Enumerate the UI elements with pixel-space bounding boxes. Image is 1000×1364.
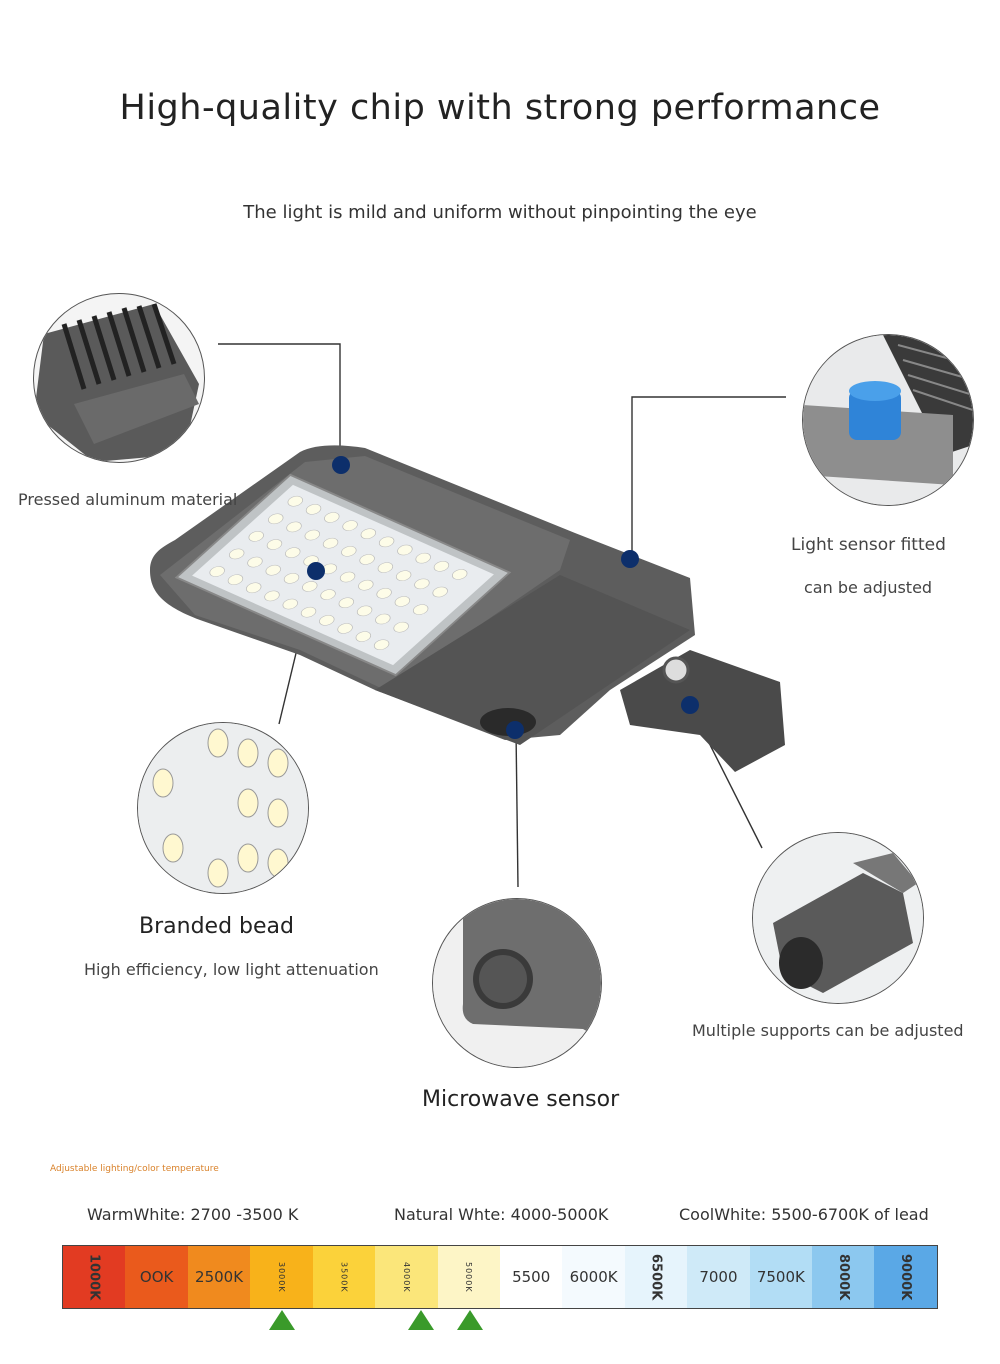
temperature-segment-label: 9000K <box>898 1253 914 1301</box>
temperature-marker-4000k <box>408 1310 434 1330</box>
temperature-segment: 7000 <box>687 1246 750 1308</box>
temperature-segment-label: 6000K <box>569 1268 618 1286</box>
temperature-segment-label: 1000K <box>86 1253 102 1301</box>
temperature-segment: 3000K <box>250 1246 313 1308</box>
housing-label: Pressed aluminum material <box>18 490 238 509</box>
temperature-segment: 4000K <box>375 1246 438 1308</box>
temperature-segment: 9000K <box>874 1246 937 1308</box>
temperature-segment: 5000K <box>437 1246 500 1308</box>
temperature-segment: 8000K <box>812 1246 875 1308</box>
page-title: High-quality chip with strong performanc… <box>119 88 881 128</box>
callout-dots <box>307 456 699 739</box>
microwave-sensor-title: Microwave sensor <box>422 1087 620 1112</box>
temperature-segment-label: 7000 <box>699 1268 738 1286</box>
microwave-sensor-detail-image <box>432 898 602 1068</box>
temperature-marker-5000k <box>457 1310 483 1330</box>
temperature-segment: 5500 <box>499 1246 563 1308</box>
bead-title: Branded bead <box>139 914 294 939</box>
temperature-segment: 7500K <box>749 1246 813 1308</box>
housing-detail-image <box>33 293 205 463</box>
street-light-body <box>150 445 785 772</box>
color-temperature-band: 1000K OOK 2500K 3000K 3500K 4000K 5000K 5500 600… <box>62 1245 938 1309</box>
cool-white-heading: CoolWhite: 5500-6700K of lead <box>679 1205 929 1224</box>
temperature-segment-label: 7500K <box>756 1268 805 1286</box>
temperature-segment-label: 4000K <box>401 1261 411 1293</box>
product-illustration <box>150 343 786 888</box>
temperature-segment: 6500K <box>624 1246 688 1308</box>
temperature-marker-3000k <box>269 1310 295 1330</box>
temperature-segment-label: 5500 <box>512 1268 551 1286</box>
temperature-segment-label: OOK <box>139 1268 174 1286</box>
light-sensor-label-line2: can be adjusted <box>804 578 933 597</box>
page-subtitle: The light is mild and uniform without pi… <box>243 202 757 223</box>
supports-label: Multiple supports can be adjusted <box>692 1021 964 1040</box>
temperature-segment: 6000K <box>562 1246 625 1308</box>
temperature-segment-label: 8000K <box>835 1253 851 1301</box>
temperature-segment: 1000K <box>63 1246 126 1308</box>
temperature-segment-label: 5000K <box>464 1261 474 1293</box>
temperature-segment-label: 2500K <box>195 1268 244 1286</box>
temperature-segment-label: 6500K <box>648 1253 664 1301</box>
warm-white-heading: WarmWhite: 2700 -3500 K <box>87 1205 299 1224</box>
temperature-segment-label: 3500K <box>339 1261 349 1293</box>
temperature-segment: 2500K <box>187 1246 251 1308</box>
temperature-segment-label: 3000K <box>276 1261 286 1293</box>
temperature-segment: 3500K <box>312 1246 376 1308</box>
color-temperature-note: Adjustable lighting/color temperature <box>50 1164 219 1174</box>
temperature-segment: OOK <box>125 1246 188 1308</box>
bead-description: High efficiency, low light attenuation <box>84 960 379 979</box>
bead-detail-image <box>137 722 309 894</box>
light-sensor-label-line1: Light sensor fitted <box>791 535 946 555</box>
natural-white-heading: Natural Whte: 4000-5000K <box>394 1205 609 1224</box>
supports-detail-image <box>752 832 924 1004</box>
light-sensor-detail-image <box>802 334 974 506</box>
